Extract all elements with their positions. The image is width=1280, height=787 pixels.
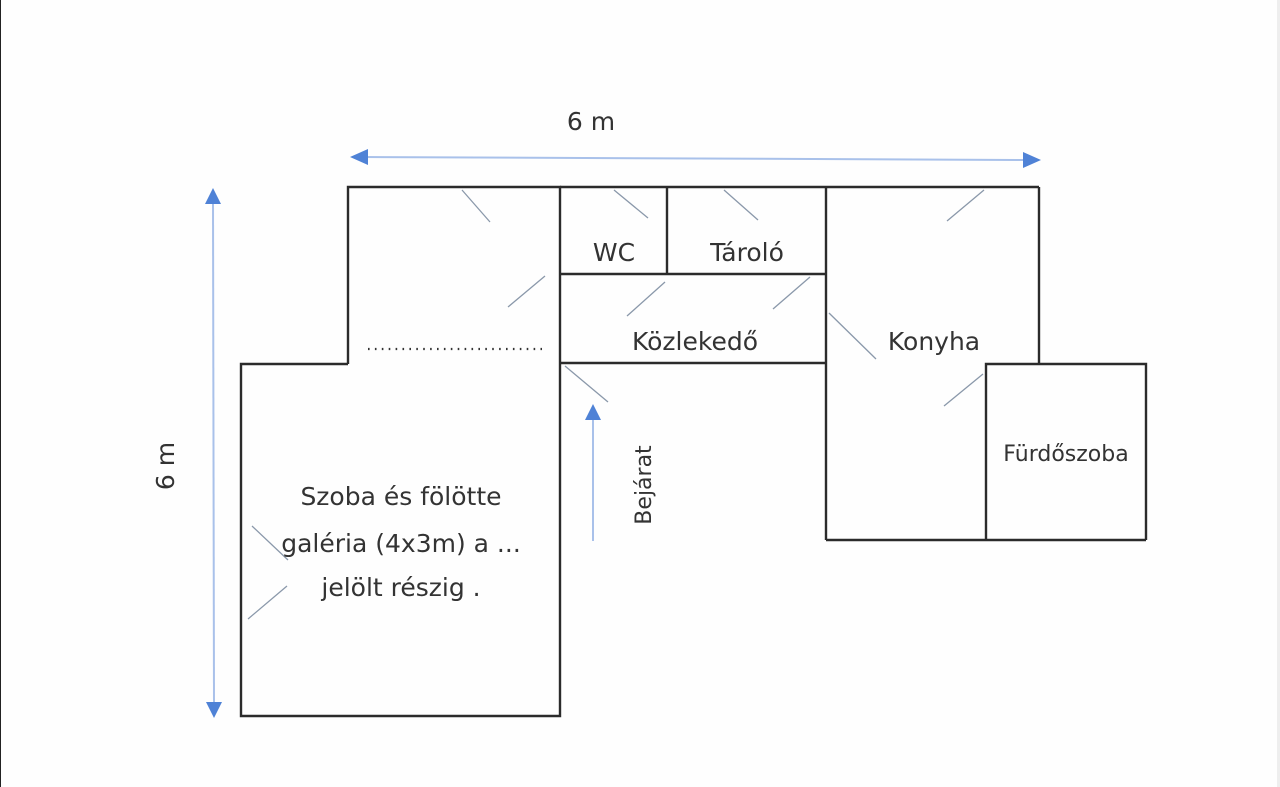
door-swing-icon [626, 281, 666, 317]
arrow-right-icon [1023, 152, 1041, 168]
entrance-marker: Bejárat [585, 404, 657, 541]
room-gallery-label-line1: Szoba és fölötte [300, 482, 501, 511]
bathroom-label: Fürdőszoba [1003, 442, 1128, 467]
door-swing-icon [507, 275, 546, 308]
storage-label: Tároló [709, 238, 784, 267]
height-dimension: 6 m [151, 188, 222, 718]
door-swing-icon [613, 189, 649, 219]
door-swing-icon [723, 189, 759, 221]
entrance-arrow-icon [585, 404, 601, 420]
door-swing-icon [564, 365, 609, 403]
wc-label: WC [593, 238, 635, 267]
arrow-down-icon [206, 702, 222, 718]
bathroom-walls [984, 362, 1148, 540]
hallway-label: Közlekedő [632, 327, 758, 356]
door-swing-icon [247, 585, 288, 620]
door-swings [247, 189, 985, 620]
room-labels: Szoba és fölötte galéria (4x3m) a ... je… [281, 238, 1128, 602]
width-dimension: 6 m [350, 107, 1041, 168]
door-swing-icon [828, 312, 877, 360]
width-label: 6 m [567, 107, 615, 136]
room-gallery-label-line3: jelölt részig . [320, 573, 480, 602]
kitchen-label: Konyha [888, 327, 980, 356]
height-label: 6 m [151, 442, 180, 490]
door-swing-icon [946, 189, 985, 222]
window-left-border [0, 0, 1, 787]
height-dimension-line [212, 199, 215, 707]
door-swing-icon [461, 189, 491, 223]
window-right-border [1277, 0, 1280, 787]
door-swing-icon [251, 525, 289, 561]
room-gallery-label-line2: galéria (4x3m) a ... [281, 529, 521, 558]
door-swing-icon [772, 276, 811, 310]
width-dimension-line [361, 156, 1029, 161]
walls [239, 185, 1148, 718]
room-gallery-walls [239, 185, 562, 718]
door-swing-icon [943, 373, 984, 407]
arrow-up-icon [205, 188, 221, 204]
arrow-left-icon [350, 149, 368, 165]
entrance-label: Bejárat [632, 445, 657, 525]
